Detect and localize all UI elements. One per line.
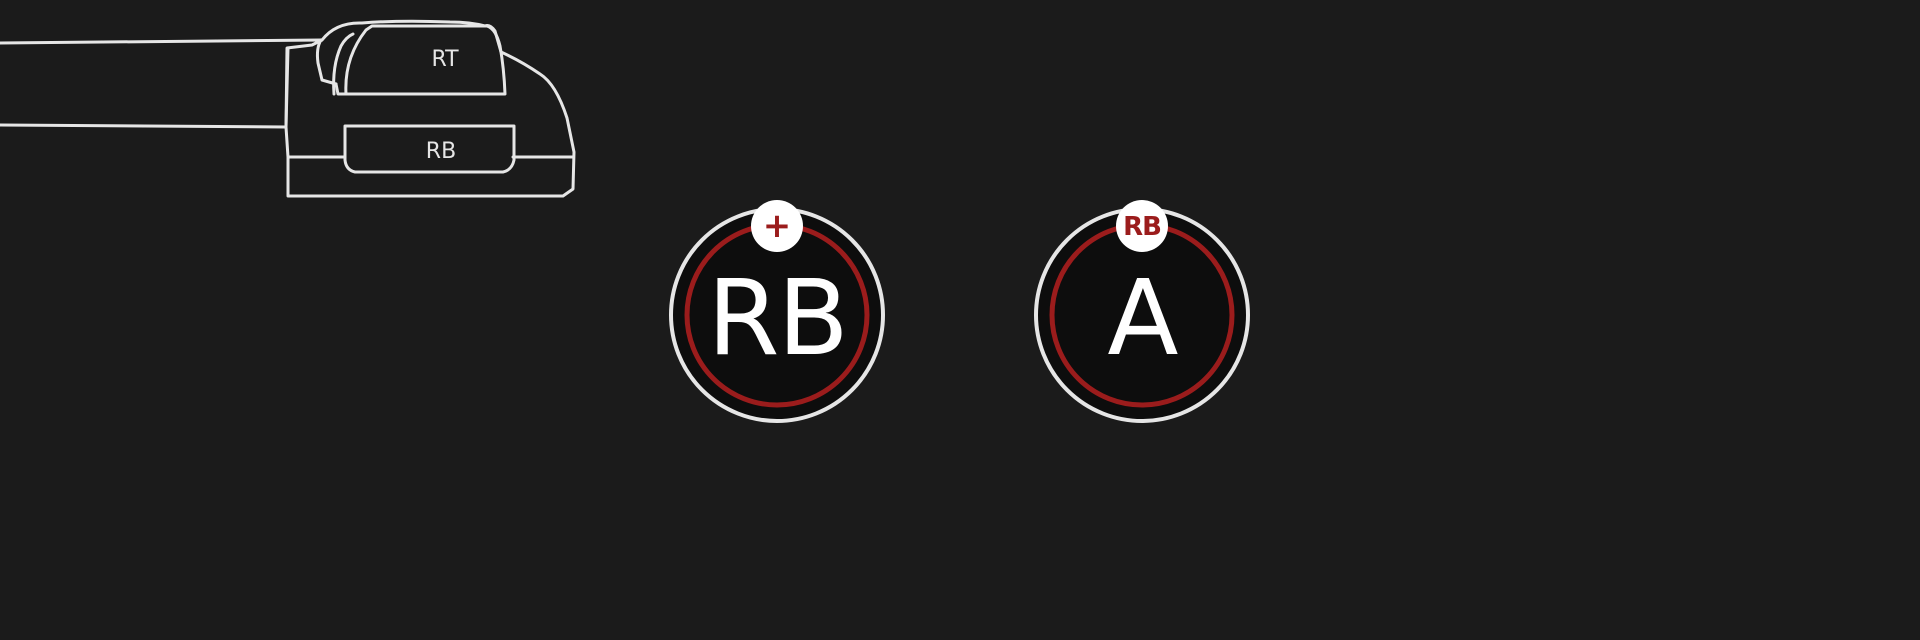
button-prompt-rb: RB + (666, 200, 888, 426)
rt-label: RT (431, 47, 459, 72)
controller-outline-icon: RT RB (0, 19, 576, 198)
rb-badge: RB (1116, 200, 1168, 252)
rb-label: RB (426, 139, 456, 164)
controller-shoulder-diagram: RT RB (0, 0, 590, 215)
button-key-label: RB (707, 257, 849, 379)
plus-badge-icon: + (751, 200, 803, 252)
button-prompt-a: A RB (1031, 200, 1253, 426)
button-key-label: A (1107, 257, 1178, 379)
